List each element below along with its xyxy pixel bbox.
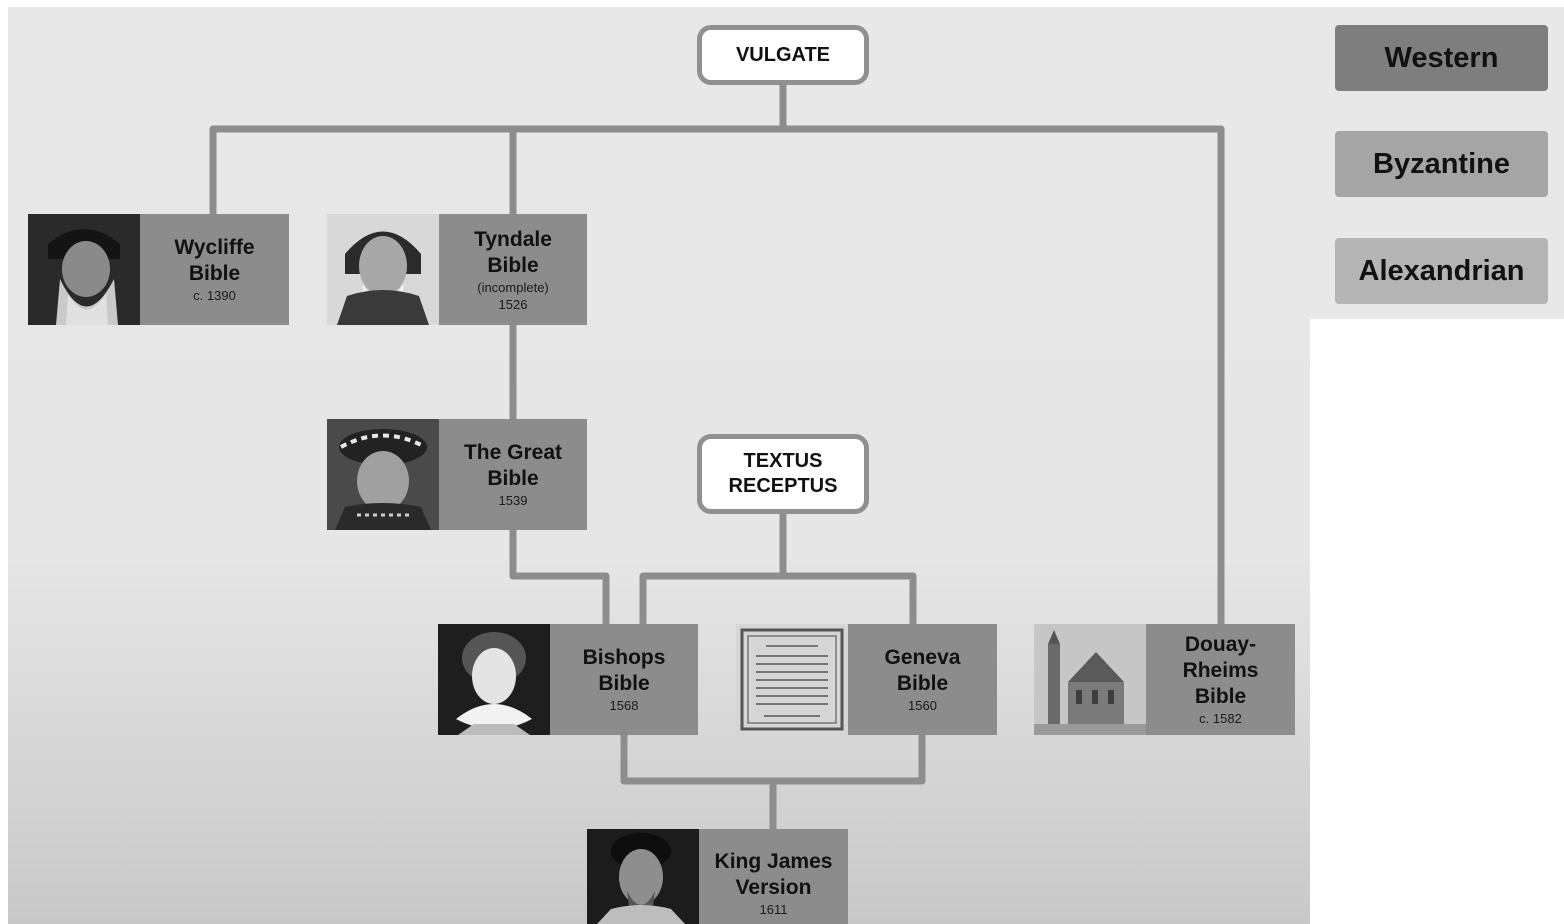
legend-western-label: Western [1384,41,1499,74]
connector-great-bishops [509,529,610,624]
king-james-portrait [587,829,699,924]
bishops-bible-date: 1568 [609,698,639,713]
node-king-james: King James Version 1611 [587,829,848,924]
connector-vulgate-bar [209,125,1225,624]
great-bible-date: 1539 [498,493,528,508]
legend-western: Western [1335,25,1548,91]
wycliffe-label: Wycliffe Bible c. 1390 [140,214,289,325]
douay-rheims-title: Douay- Rheims Bible [1182,633,1259,708]
great-bible-label: The Great Bible 1539 [439,419,587,530]
wycliffe-date: c. 1390 [193,288,236,303]
legend-alexandrian-label: Alexandrian [1358,254,1525,287]
textus-receptus-box: TEXTUS RECEPTUS [697,434,869,514]
king-james-title: King James Version [714,850,833,899]
vulgate-label: VULGATE [735,43,831,66]
tyndale-portrait [327,214,439,325]
wycliffe-title: Wycliffe Bible [174,236,255,285]
tyndale-date: 1526 [498,296,528,312]
connector-textus-bar [639,572,917,624]
douay-rheims-label: Douay- Rheims Bible c. 1582 [1146,624,1295,735]
bishops-bible-title: Bishops Bible [582,646,666,695]
node-geneva-bible: Geneva Bible 1560 [736,624,997,735]
geneva-bible-title: Geneva Bible [884,646,961,695]
legend-alexandrian: Alexandrian [1335,238,1548,304]
bishops-bible-portrait [438,624,550,735]
tyndale-label: Tyndale Bible (incomplete) 1526 [439,214,587,325]
textus-receptus-label: TEXTUS RECEPTUS [728,450,838,497]
vulgate-box: VULGATE [697,25,869,85]
legend-byzantine: Byzantine [1335,131,1548,197]
node-great-bible: The Great Bible 1539 [327,419,587,530]
douay-rheims-building [1034,624,1146,735]
connector-to-kjv [620,735,926,785]
king-james-date: 1611 [759,902,788,917]
great-bible-title: The Great Bible [463,441,563,490]
great-bible-portrait [327,419,439,530]
king-james-label: King James Version 1611 [699,829,848,924]
node-tyndale: Tyndale Bible (incomplete) 1526 [327,214,587,325]
node-bishops-bible: Bishops Bible 1568 [438,624,698,735]
diagram-background [8,7,1310,924]
douay-rheims-date: c. 1582 [1199,711,1242,726]
geneva-bible-titlepage [736,624,848,735]
node-wycliffe: Wycliffe Bible c. 1390 [28,214,289,325]
geneva-bible-date: 1560 [908,698,937,713]
tyndale-note: (incomplete) [477,279,549,295]
legend-byzantine-label: Byzantine [1373,147,1510,180]
geneva-bible-label: Geneva Bible 1560 [848,624,997,735]
wycliffe-portrait [28,214,140,325]
bishops-bible-label: Bishops Bible 1568 [550,624,698,735]
node-douay-rheims: Douay- Rheims Bible c. 1582 [1034,624,1295,735]
tyndale-title: Tyndale Bible [474,227,552,277]
